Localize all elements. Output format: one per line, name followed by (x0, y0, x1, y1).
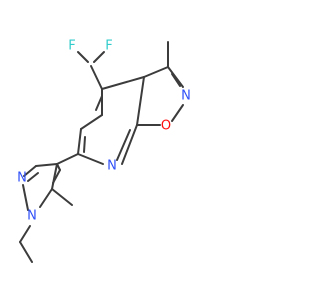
atom-label-nitrogen: N (27, 209, 37, 224)
bond (27, 172, 39, 182)
bond (171, 104, 184, 122)
atom-label-nitrogen: N (181, 89, 191, 104)
atom-label-nitrogen: N (107, 159, 117, 174)
bond (19, 241, 33, 263)
bond (116, 129, 131, 161)
atom-label-fluorine: F (68, 39, 75, 54)
atom-label-nitrogen: N (17, 171, 27, 186)
bond (171, 73, 181, 87)
bond (101, 76, 145, 90)
bond (51, 188, 73, 206)
bond (77, 128, 82, 155)
bond (77, 153, 104, 165)
bond (19, 225, 31, 243)
bond (23, 165, 37, 177)
bond (143, 66, 169, 78)
molecule-structure: F F N O N N N (17, 39, 191, 263)
bond (51, 163, 58, 190)
bond (93, 51, 105, 63)
atom-label-oxygen: O (161, 119, 171, 134)
atom-label-fluorine: F (105, 39, 112, 54)
bond (35, 163, 58, 167)
bond (136, 76, 145, 126)
bond (56, 163, 61, 171)
bond (52, 169, 61, 184)
bond (77, 51, 89, 63)
bond (22, 184, 29, 211)
bond (90, 65, 103, 90)
bond (121, 124, 138, 165)
bond (167, 66, 184, 88)
bond (56, 153, 79, 165)
bond (80, 114, 103, 130)
bond (83, 136, 86, 153)
bond (95, 95, 103, 111)
bond (39, 188, 53, 208)
